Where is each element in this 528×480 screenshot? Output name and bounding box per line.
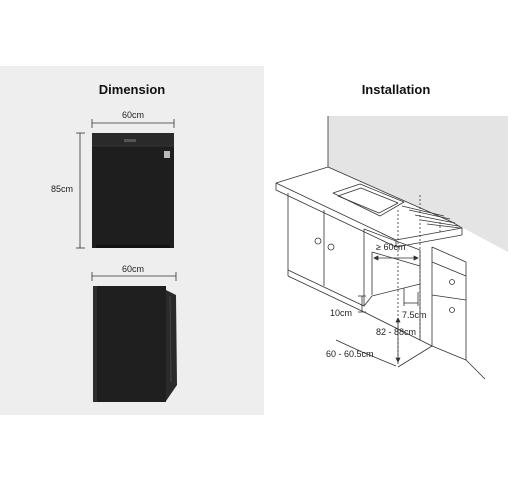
wall bbox=[328, 116, 508, 252]
front-height-dimension: 85cm bbox=[51, 132, 85, 249]
dishwasher-front bbox=[92, 133, 174, 248]
dishwasher-side bbox=[93, 286, 177, 402]
installation-diagram bbox=[275, 116, 508, 380]
logo-badge bbox=[164, 151, 170, 158]
side-width-dimension: 60cm bbox=[91, 264, 177, 281]
min-gap-label: ≥ 60cm bbox=[376, 242, 405, 252]
front-width-label: 60cm bbox=[122, 110, 144, 120]
height-range-label: 82 - 88cm bbox=[376, 327, 416, 337]
dimension-heading: Dimension bbox=[98, 82, 166, 97]
side-width-label: 60cm bbox=[122, 264, 144, 274]
installation-heading: Installation bbox=[361, 82, 431, 97]
depth-range-label: 60 - 60.5cm bbox=[326, 349, 374, 359]
front-width-dimension: 60cm bbox=[91, 110, 175, 128]
front-height-label: 85cm bbox=[51, 184, 73, 194]
toe-kick-depth-label: 7.5cm bbox=[402, 310, 427, 320]
toe-kick-height-label: 10cm bbox=[330, 308, 352, 318]
control-display bbox=[124, 139, 136, 142]
